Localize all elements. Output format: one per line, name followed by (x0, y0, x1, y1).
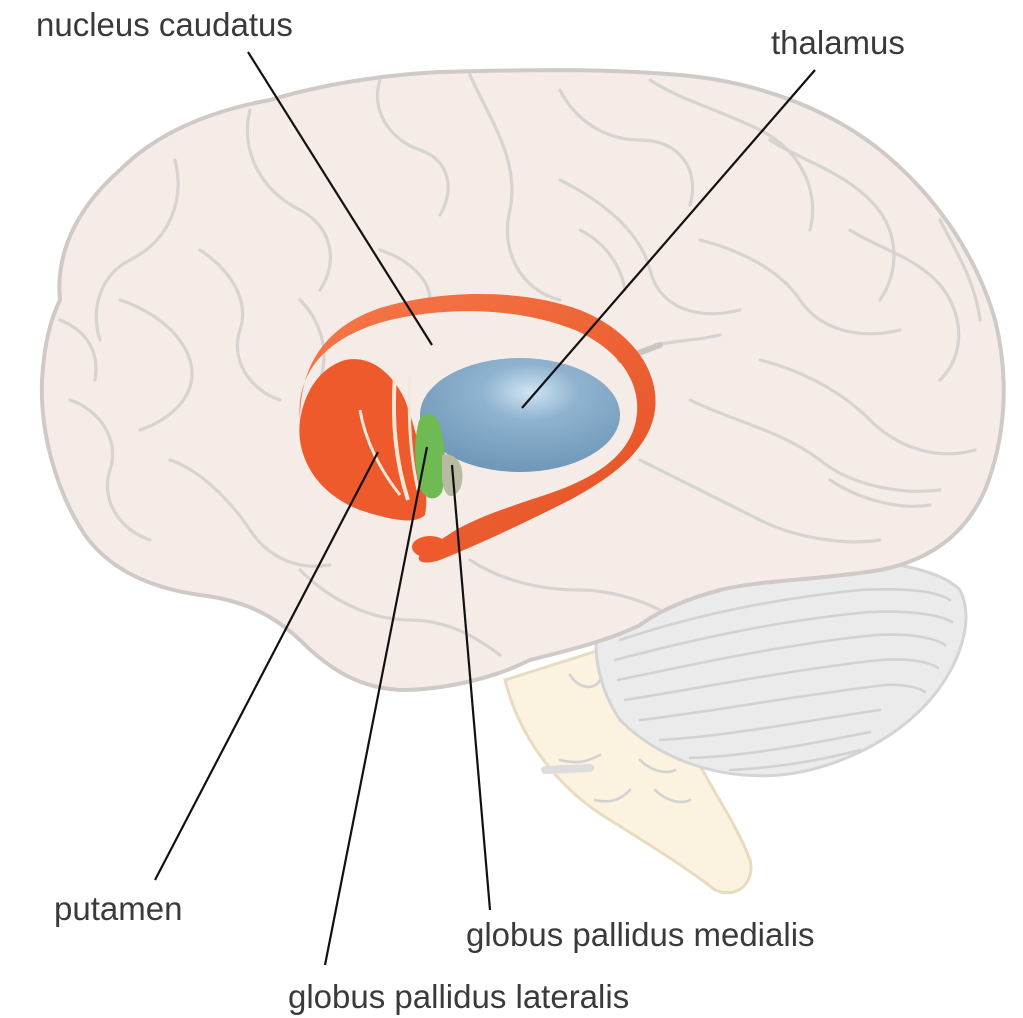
label-thalamus: thalamus (771, 24, 905, 61)
label-globus-pallidus-medialis: globus pallidus medialis (466, 916, 815, 953)
label-globus-pallidus-lateralis: globus pallidus lateralis (288, 978, 629, 1015)
label-putamen: putamen (54, 890, 182, 927)
label-nucleus-caudatus: nucleus caudatus (36, 6, 293, 43)
